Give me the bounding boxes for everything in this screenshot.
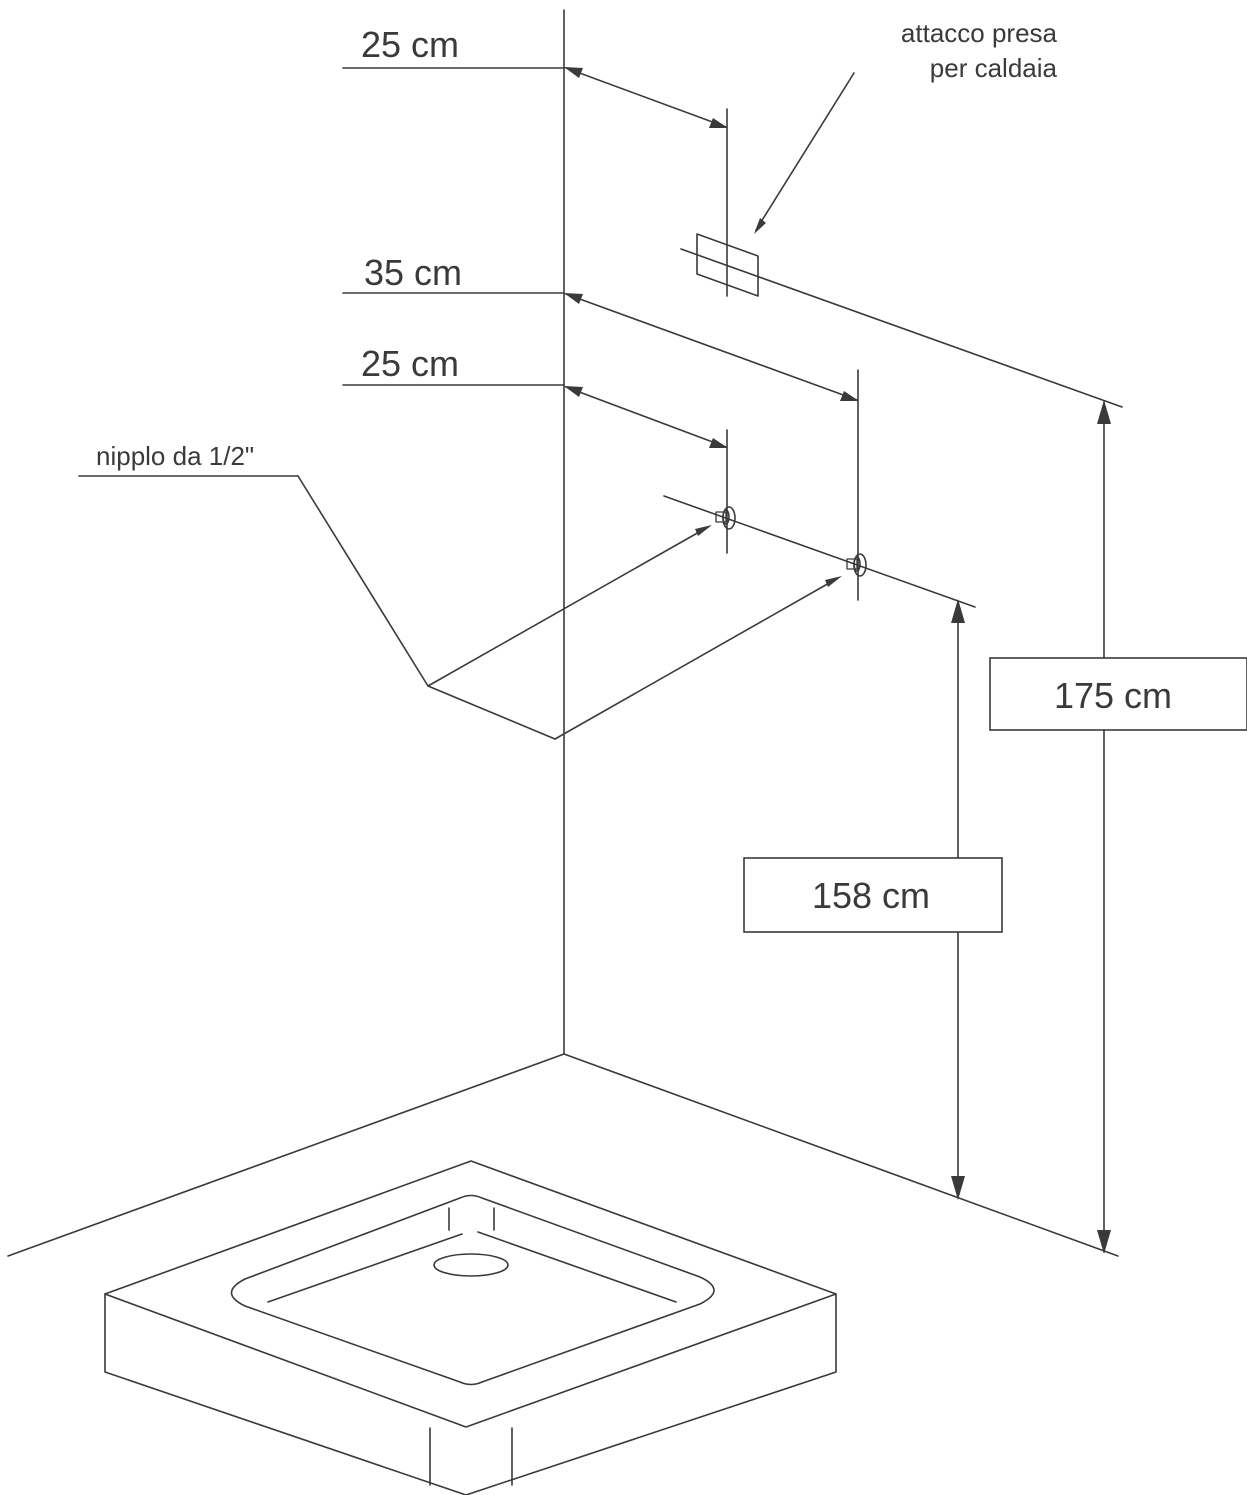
left-nipple (715, 506, 736, 530)
floor-left-edge (7, 1053, 565, 1257)
floor-right-edge (563, 1053, 1119, 1257)
drain (433, 1253, 509, 1277)
dimension-right-nipple-offset: 35 cm (342, 252, 859, 601)
room-outline (7, 9, 1119, 1257)
dimension-boiler-offset: 25 cm (342, 24, 728, 297)
nipples: nipplo da 1/2" (78, 441, 976, 740)
nipple-callout-label: nipplo da 1/2" (96, 441, 254, 471)
boiler-callout-line1: attacco presa (901, 18, 1058, 48)
dimension-boiler-height: 175 cm (989, 400, 1247, 1254)
shower-tray (104, 1160, 837, 1495)
right-nipple-offset-label: 35 cm (364, 252, 462, 293)
boiler-socket: attacco presa per caldaia (680, 18, 1123, 408)
right-nipple (846, 553, 867, 577)
boiler-offset-label: 25 cm (361, 24, 459, 65)
dimension-nipple-height: 158 cm (743, 599, 1003, 1200)
boiler-height-label: 175 cm (1054, 675, 1172, 716)
nipple-height-label: 158 cm (812, 875, 930, 916)
boiler-callout-line2: per caldaia (930, 53, 1058, 83)
left-nipple-offset-label: 25 cm (361, 343, 459, 384)
dimension-left-nipple-offset: 25 cm (342, 343, 728, 554)
